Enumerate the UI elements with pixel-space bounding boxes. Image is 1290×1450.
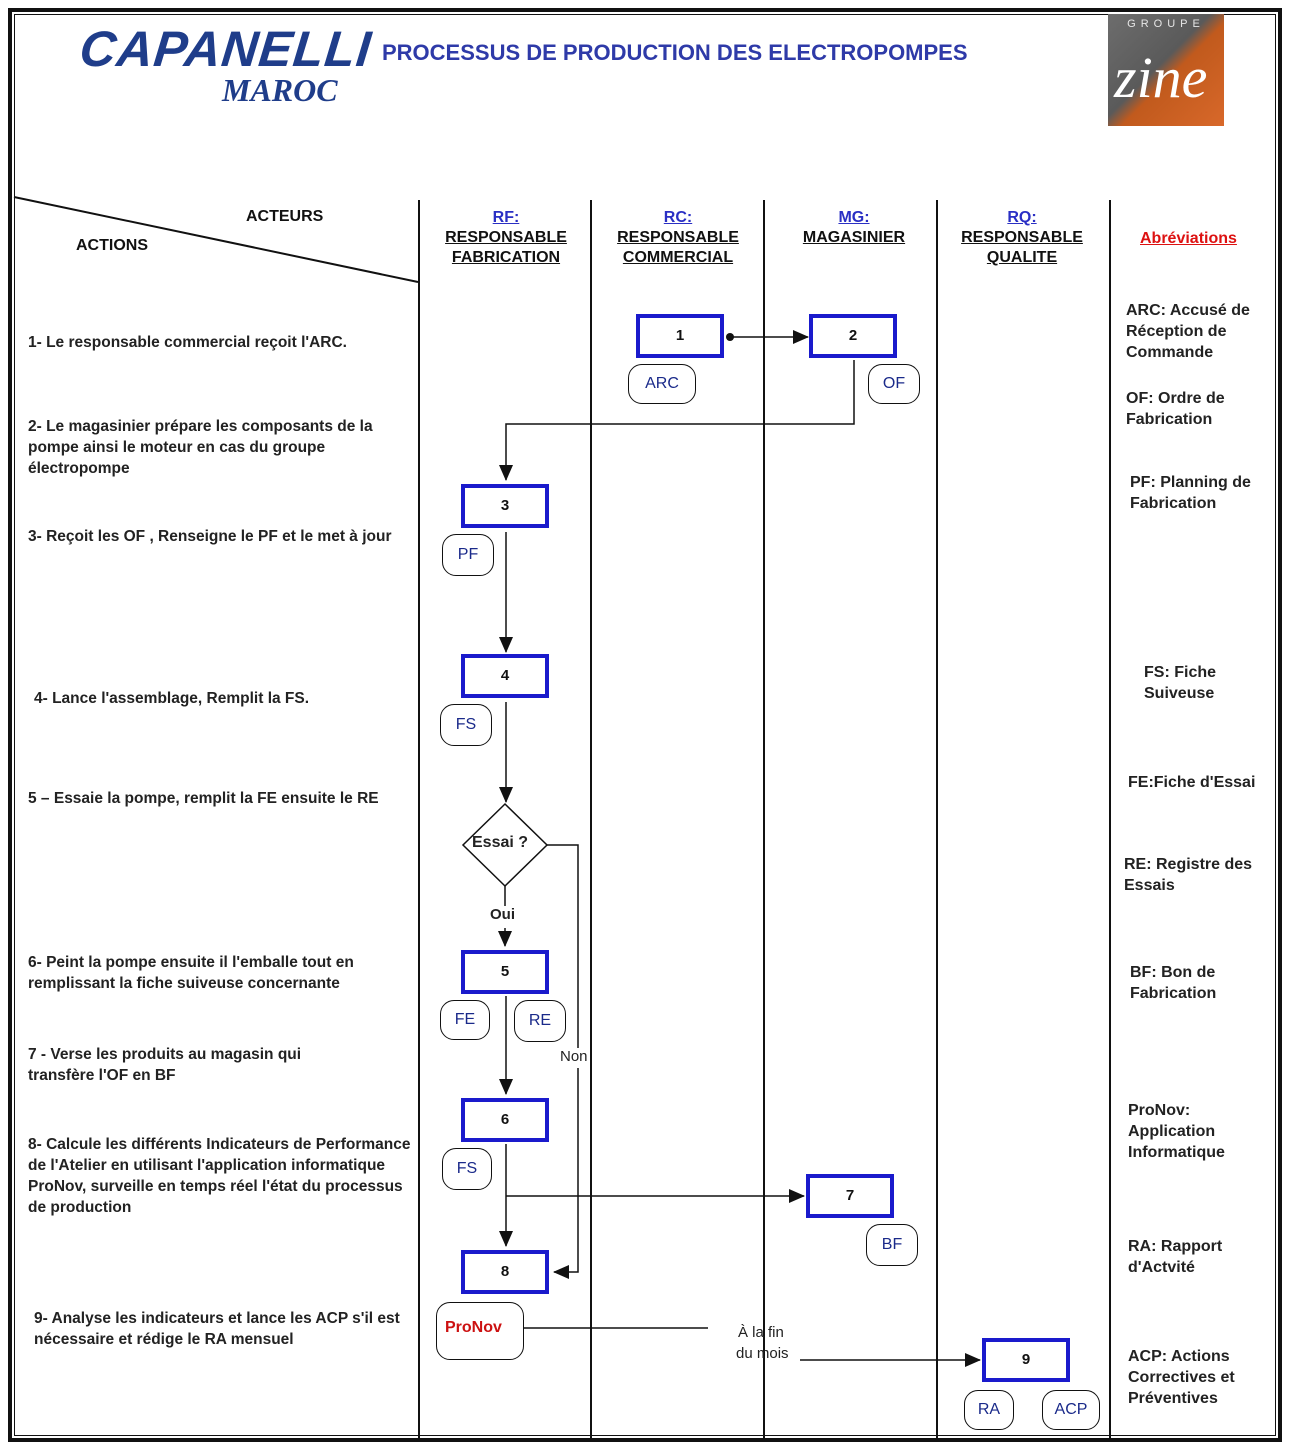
end-of-month-line2: du mois [736, 1345, 789, 1362]
arrow-no-to-8 [553, 1068, 579, 1279]
process-step-2: 2 [809, 314, 897, 358]
abbr-ra: RA: Rapport d'Actvité [1128, 1238, 1223, 1276]
actor-mg: MG: MAGASINIER [772, 208, 936, 248]
column-divider [763, 200, 765, 1442]
actor-role-line1: RESPONSABLE [961, 229, 1083, 246]
abbr-pf: PF: Planning de Fabrication [1130, 474, 1251, 512]
actor-code: RQ: [1007, 209, 1037, 226]
action-4: 4- Lance l'assemblage, Remplit la FS. [34, 690, 310, 707]
actor-role-line2: FABRICATION [451, 249, 561, 266]
actor-rc: RC: RESPONSABLE COMMERCIAL [598, 208, 758, 268]
doc-of: OF [868, 364, 920, 404]
action-8: 8- Calcule les différents Indicateurs de… [28, 1136, 411, 1216]
groupe-logo-text: GROUPE [1127, 18, 1205, 30]
abbr-arc: ARC: Accusé de Réception de Commande [1126, 302, 1250, 361]
process-step-4: 4 [461, 654, 549, 698]
column-divider [590, 200, 592, 1442]
process-step-9: 9 [982, 1338, 1070, 1382]
actor-role-line1: RESPONSABLE [617, 229, 739, 246]
abbr-fe: FE:Fiche d'Essai [1128, 774, 1256, 791]
acteurs-label: ACTEURS [246, 208, 324, 225]
zine-logo-script: zine [1114, 45, 1208, 110]
doc-fe: FE [440, 1000, 490, 1040]
doc-arc: ARC [628, 364, 696, 404]
action-3: 3- Reçoit les OF , Renseigne le PF et le… [28, 528, 392, 545]
column-divider [1109, 200, 1111, 1442]
action-7: 7 - Verse les produits au magasin qui tr… [28, 1046, 302, 1084]
actor-role-line1: RESPONSABLE [445, 229, 567, 246]
inner-frame [14, 14, 1276, 1436]
column-divider [418, 200, 420, 1442]
decision-label: Essai ? [472, 834, 529, 851]
doc-fs-2: FS [442, 1148, 492, 1190]
action-5: 5 – Essaie la pompe, remplit la FE ensui… [28, 790, 379, 807]
doc-re: RE [514, 1000, 566, 1042]
actor-role-line2: COMMERCIAL [622, 249, 734, 266]
actor-role-line1: MAGASINIER [802, 229, 906, 246]
actor-code: RC: [663, 209, 693, 226]
abbr-of: OF: Ordre de Fabrication [1126, 390, 1225, 428]
actor-code: MG: [838, 209, 870, 226]
actor-code: RF: [492, 209, 520, 226]
maroc-logo-text: MAROC [222, 72, 338, 108]
doc-pronov: ProNov [436, 1302, 524, 1360]
abbr-acp: ACP: Actions Correctives et Préventives [1128, 1348, 1235, 1407]
doc-ra: RA [964, 1390, 1014, 1430]
process-step-3: 3 [461, 484, 549, 528]
abbreviations-title: Abréviations [1140, 230, 1237, 247]
action-1: 1- Le responsable commercial reçoit l'AR… [28, 334, 347, 351]
abbr-pronov: ProNov: Application Informatique [1128, 1102, 1225, 1161]
header-diagonal-line [13, 196, 419, 283]
actor-role-line2: QUALITE [986, 249, 1058, 266]
yes-label: Oui [490, 906, 515, 923]
actor-rf: RF: RESPONSABLE FABRICATION [426, 208, 586, 268]
arrow-2-to-3 [499, 360, 855, 481]
action-6: 6- Peint la pompe ensuite il l'emballe t… [28, 954, 354, 992]
process-step-7: 7 [806, 1174, 894, 1218]
groupe-zine-logo: GROUPE zine [1108, 14, 1224, 126]
outer-frame [8, 8, 1282, 1442]
decision-no-line [547, 844, 579, 1048]
end-of-month-line1: À la fin [738, 1324, 784, 1341]
doc-pf: PF [442, 534, 494, 576]
abbr-fs: FS: Fiche Suiveuse [1144, 664, 1217, 702]
process-step-1: 1 [636, 314, 724, 358]
process-step-8: 8 [461, 1250, 549, 1294]
actor-rq: RQ: RESPONSABLE QUALITE [942, 208, 1102, 268]
abbr-re: RE: Registre des Essais [1124, 856, 1253, 894]
abbr-bf: BF: Bon de Fabrication [1130, 964, 1217, 1002]
action-2: 2- Le magasinier prépare les composants … [28, 418, 373, 477]
process-step-6: 6 [461, 1098, 549, 1142]
no-label: Non [560, 1048, 588, 1065]
page-title: PROCESSUS DE PRODUCTION DES ELECTROPOMPE… [382, 40, 968, 65]
doc-bf: BF [866, 1224, 918, 1266]
doc-acp: ACP [1042, 1390, 1100, 1430]
process-step-5: 5 [461, 950, 549, 994]
action-9: 9- Analyse les indicateurs et lance les … [34, 1310, 400, 1348]
actions-label: ACTIONS [76, 237, 148, 254]
doc-fs: FS [440, 704, 492, 746]
column-divider [936, 200, 938, 1442]
